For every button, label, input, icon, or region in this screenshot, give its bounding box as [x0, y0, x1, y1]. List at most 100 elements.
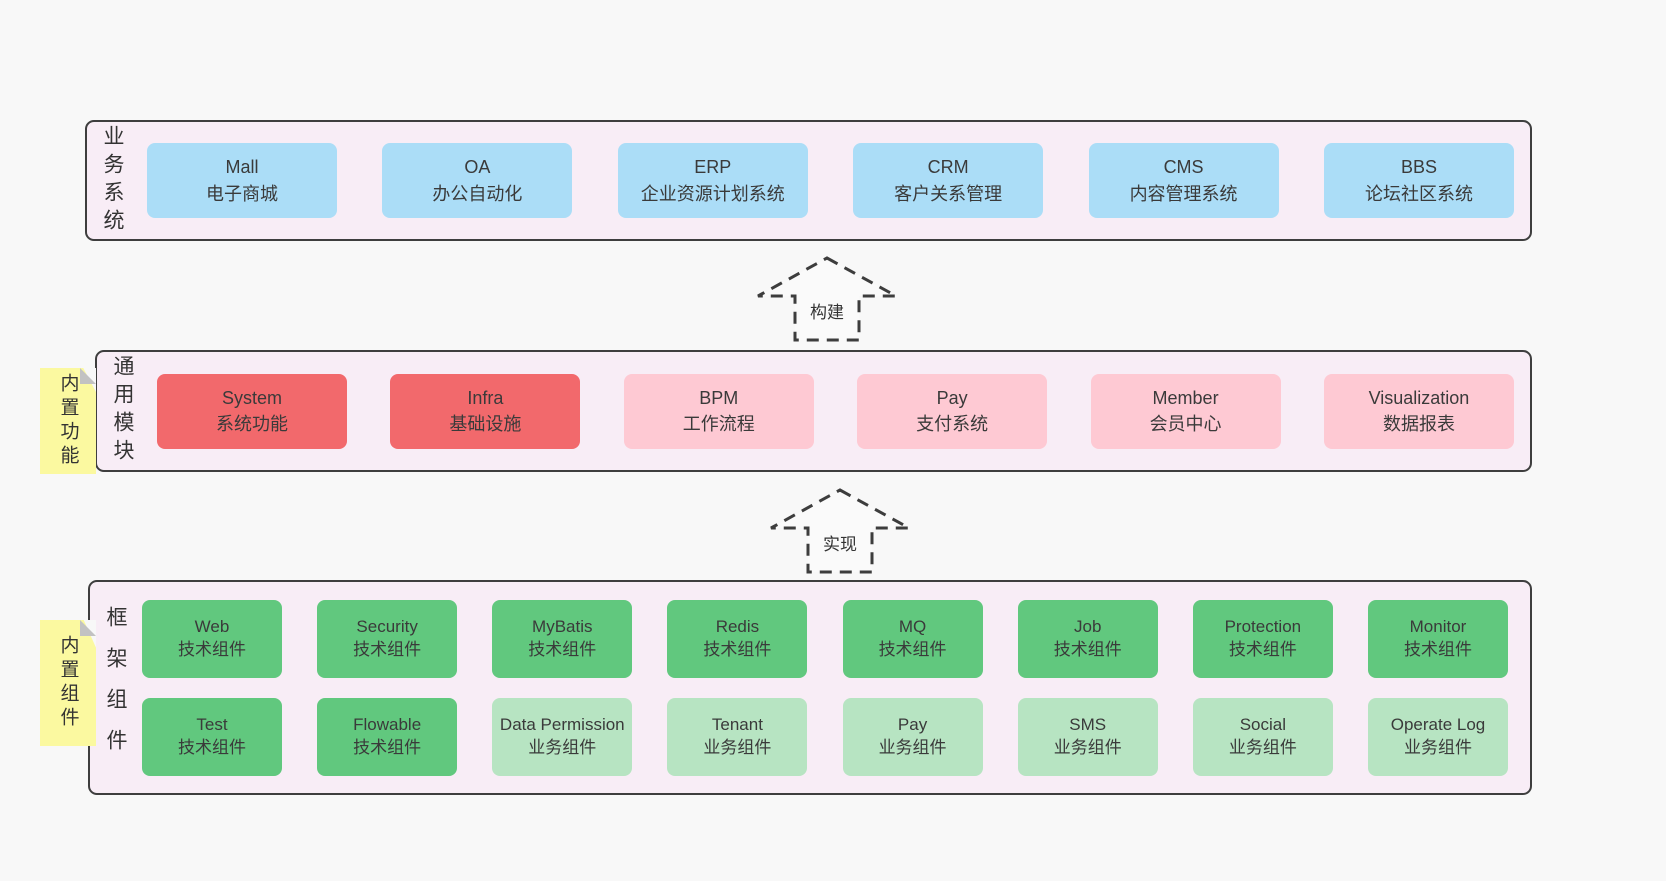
component-name: Redis — [715, 617, 760, 637]
layer-framework-components-label: 框架组件 — [104, 605, 127, 770]
module-name: Infra — [467, 387, 504, 408]
module-name: BBS — [1400, 157, 1437, 178]
module-box-crm: CRM 客户关系管理 — [853, 143, 1044, 218]
module-desc: 企业资源计划系统 — [640, 183, 785, 204]
framework-components-grid: Web 技术组件 Security 技术组件 MyBatis 技术组件 Redi… — [138, 599, 1530, 776]
module-desc: 内容管理系统 — [1129, 183, 1238, 204]
component-box-test: Test 技术组件 — [142, 697, 282, 776]
layer-business-systems-label: 业务系统 — [101, 124, 124, 237]
folded-corner-icon — [80, 620, 96, 636]
component-box-data-permission: Data Permission 业务组件 — [492, 697, 633, 776]
component-desc: 技术组件 — [528, 639, 597, 659]
module-name: BPM — [699, 387, 739, 408]
component-name: Test — [196, 715, 228, 735]
module-name: CRM — [927, 157, 969, 178]
module-desc: 会员中心 — [1149, 414, 1222, 434]
module-box-visualization: Visualization 数据报表 — [1323, 373, 1514, 449]
module-desc: 支付系统 — [916, 414, 989, 434]
module-desc: 办公自动化 — [432, 183, 523, 204]
component-name: Protection — [1224, 617, 1302, 637]
module-desc: 客户关系管理 — [894, 183, 1003, 204]
component-box-job: Job 技术组件 — [1017, 599, 1158, 678]
module-box-bbs: BBS 论坛社区系统 — [1323, 143, 1514, 218]
module-box-member: Member 会员中心 — [1090, 373, 1281, 449]
sticky-note-builtin-features: 内置功能 — [40, 368, 96, 474]
module-box-cms: CMS 内容管理系统 — [1088, 143, 1279, 218]
module-desc: 数据报表 — [1382, 414, 1455, 434]
module-name: System — [221, 387, 282, 408]
component-name: Security — [356, 617, 418, 637]
module-box-mall: Mall 电子商城 — [147, 143, 337, 218]
component-box-security: Security 技术组件 — [317, 599, 458, 678]
component-desc: 业务组件 — [528, 737, 597, 757]
component-desc: 技术组件 — [1053, 639, 1122, 659]
component-name: Tenant — [711, 715, 763, 735]
implement-arrow-label: 实现 — [820, 530, 860, 555]
module-box-infra: Infra 基础设施 — [390, 373, 581, 449]
layer-common-modules-label: 通用模块 — [111, 355, 134, 467]
component-name: MyBatis — [532, 617, 593, 637]
module-name: Pay — [936, 387, 968, 408]
component-box-protection: Protection 技术组件 — [1192, 599, 1333, 678]
component-box-pay: Pay 业务组件 — [842, 697, 983, 776]
component-desc: 技术组件 — [353, 639, 422, 659]
component-name: Flowable — [353, 715, 422, 735]
layer-business-systems: 业务系统 Mall 电子商城 OA 办公自动化 ERP 企业资源计划系统 CRM… — [85, 120, 1532, 241]
component-name: MQ — [898, 617, 927, 637]
layer-framework-components: 框架组件 Web 技术组件 Security 技术组件 MyBatis 技术组件… — [88, 580, 1532, 795]
component-box-social: Social 业务组件 — [1192, 697, 1333, 776]
sticky-note-label: 内置组件 — [57, 635, 79, 731]
module-name: Member — [1152, 387, 1219, 408]
module-desc: 电子商城 — [206, 183, 278, 204]
component-desc: 技术组件 — [1403, 639, 1472, 659]
component-desc: 业务组件 — [1228, 737, 1297, 757]
component-name: Social — [1239, 715, 1286, 735]
component-name: SMS — [1069, 715, 1107, 735]
component-name: Web — [194, 617, 230, 637]
component-desc: 业务组件 — [703, 737, 772, 757]
component-desc: 业务组件 — [878, 737, 947, 757]
component-desc: 业务组件 — [1403, 737, 1472, 757]
component-desc: 业务组件 — [1053, 737, 1122, 757]
module-desc: 基础设施 — [449, 414, 522, 434]
component-box-flowable: Flowable 技术组件 — [317, 697, 458, 776]
component-name: Job — [1073, 617, 1102, 637]
component-name: Monitor — [1409, 617, 1467, 637]
business-systems-row: Mall 电子商城 OA 办公自动化 ERP 企业资源计划系统 CRM 客户关系… — [135, 143, 1530, 218]
component-box-tenant: Tenant 业务组件 — [667, 697, 808, 776]
module-desc: 工作流程 — [682, 414, 755, 434]
component-box-sms: SMS 业务组件 — [1017, 697, 1158, 776]
module-box-oa: OA 办公自动化 — [382, 143, 573, 218]
module-name: OA — [464, 157, 491, 178]
module-box-erp: ERP 企业资源计划系统 — [617, 143, 808, 218]
component-desc: 技术组件 — [353, 737, 422, 757]
component-name: Operate Log — [1390, 715, 1486, 735]
module-name: CMS — [1163, 157, 1204, 178]
component-desc: 技术组件 — [178, 737, 246, 757]
component-box-monitor: Monitor 技术组件 — [1367, 599, 1508, 678]
module-name: Mall — [225, 157, 259, 178]
component-name: Data Permission — [499, 715, 625, 735]
component-desc: 技术组件 — [1228, 639, 1297, 659]
module-box-system: System 系统功能 — [157, 373, 347, 449]
module-desc: 系统功能 — [216, 414, 288, 434]
sticky-note-label: 内置功能 — [57, 373, 79, 469]
module-box-bpm: BPM 工作流程 — [623, 373, 814, 449]
build-arrow: 构建 — [755, 255, 899, 343]
implement-arrow: 实现 — [768, 487, 912, 575]
sticky-note-builtin-components: 内置组件 — [40, 620, 96, 746]
component-box-redis: Redis 技术组件 — [667, 599, 808, 678]
common-modules-row: System 系统功能 Infra 基础设施 BPM 工作流程 Pay 支付系统… — [145, 373, 1530, 449]
component-box-mq: MQ 技术组件 — [842, 599, 983, 678]
component-box-web: Web 技术组件 — [142, 599, 282, 678]
module-box-pay: Pay 支付系统 — [857, 373, 1048, 449]
module-name: Visualization — [1368, 387, 1470, 408]
folded-corner-icon — [80, 368, 96, 384]
build-arrow-label: 构建 — [807, 298, 847, 323]
component-box-operate-log: Operate Log 业务组件 — [1367, 697, 1508, 776]
component-box-mybatis: MyBatis 技术组件 — [492, 599, 633, 678]
layer-common-modules: 通用模块 System 系统功能 Infra 基础设施 BPM 工作流程 Pay… — [95, 350, 1532, 472]
component-desc: 技术组件 — [878, 639, 947, 659]
component-desc: 技术组件 — [703, 639, 772, 659]
